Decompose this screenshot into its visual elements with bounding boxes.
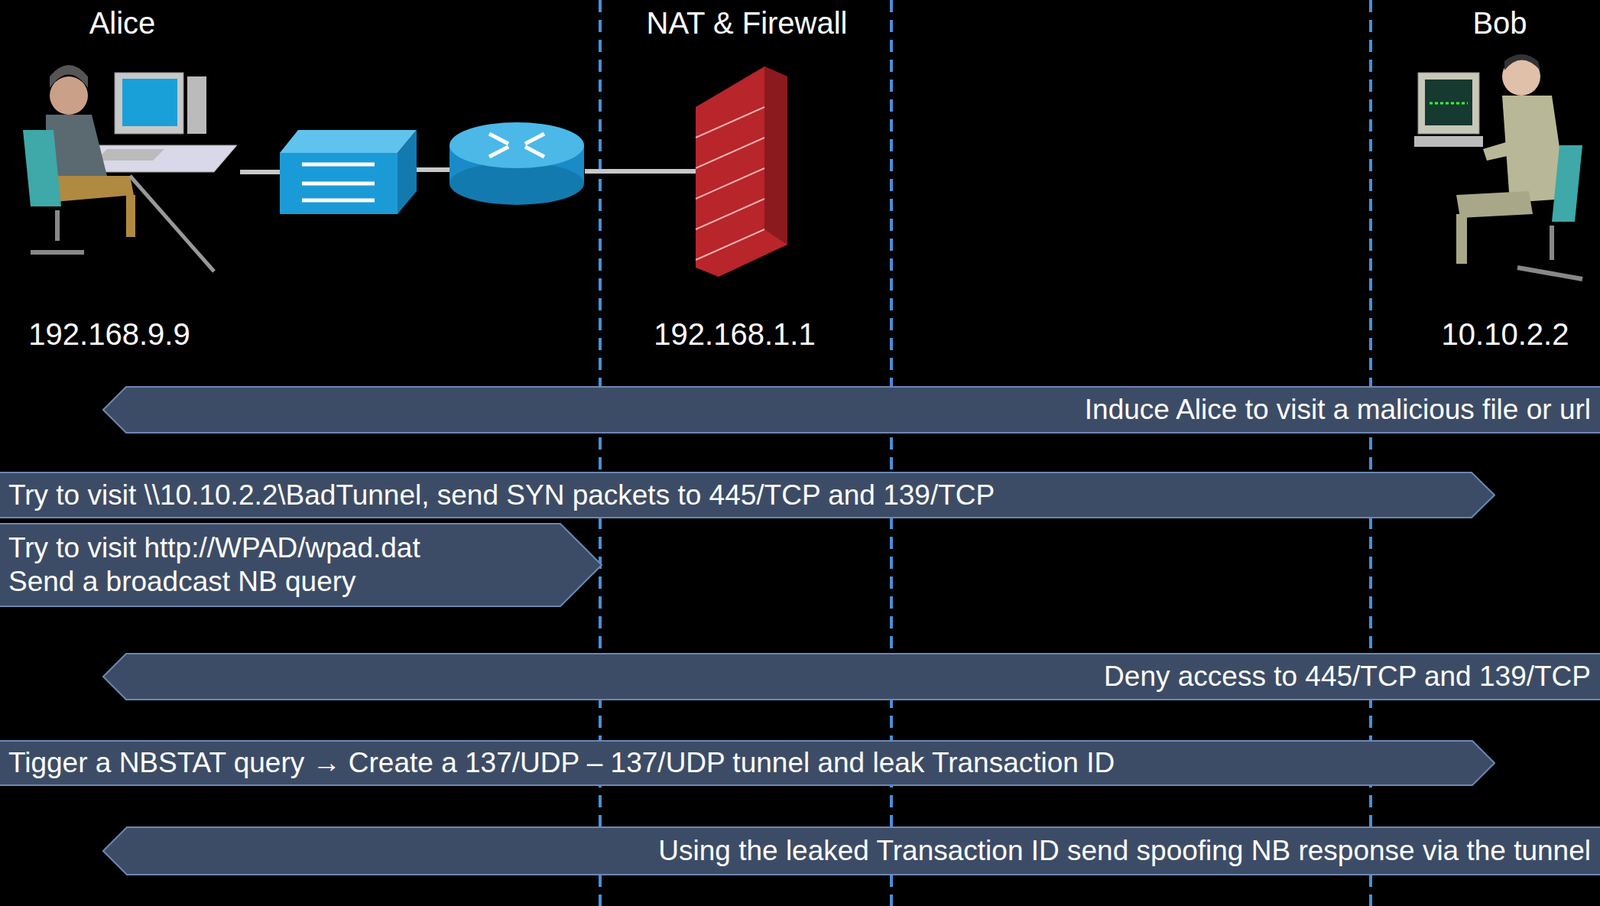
message-text: Using the leaked Transaction ID send spo… xyxy=(658,834,1591,868)
ip-address: 10.10.2.2 xyxy=(1441,317,1570,352)
ip-address: 192.168.9.9 xyxy=(28,317,190,352)
router-icon xyxy=(449,122,585,205)
alice-figure xyxy=(22,64,237,272)
message-arrow: Using the leaked Transaction ID send spo… xyxy=(102,826,1600,876)
message-arrow: Tigger a NBSTAT query → Create a 137/UDP… xyxy=(0,739,1496,786)
switch-icon xyxy=(279,129,417,215)
message-arrow: Try to visit http://WPAD/wpad.datSend a … xyxy=(0,522,603,607)
firewall-icon xyxy=(695,66,788,277)
person-name: Alice xyxy=(89,6,156,41)
bob-figure xyxy=(1414,54,1583,280)
person-name: Bob xyxy=(1472,6,1527,41)
message-text: Send a broadcast NB query xyxy=(8,564,357,599)
message-arrow: Try to visit \\10.10.2.2\BadTunnel, send… xyxy=(0,471,1496,519)
message-text: Induce Alice to visit a malicious file o… xyxy=(1084,392,1591,427)
message-arrow: Deny access to 445/TCP and 139/TCP xyxy=(102,652,1600,701)
message-text: Try to visit http://WPAD/wpad.dat xyxy=(8,531,421,565)
message-text: Tigger a NBSTAT query → Create a 137/UDP… xyxy=(8,746,1115,780)
message-arrow: Induce Alice to visit a malicious file o… xyxy=(102,386,1600,434)
message-text: Deny access to 445/TCP and 139/TCP xyxy=(1103,659,1591,694)
message-text: Try to visit \\10.10.2.2\BadTunnel, send… xyxy=(8,478,995,513)
ip-address: 192.168.1.1 xyxy=(653,317,815,352)
device-name: NAT & Firewall xyxy=(645,6,848,41)
